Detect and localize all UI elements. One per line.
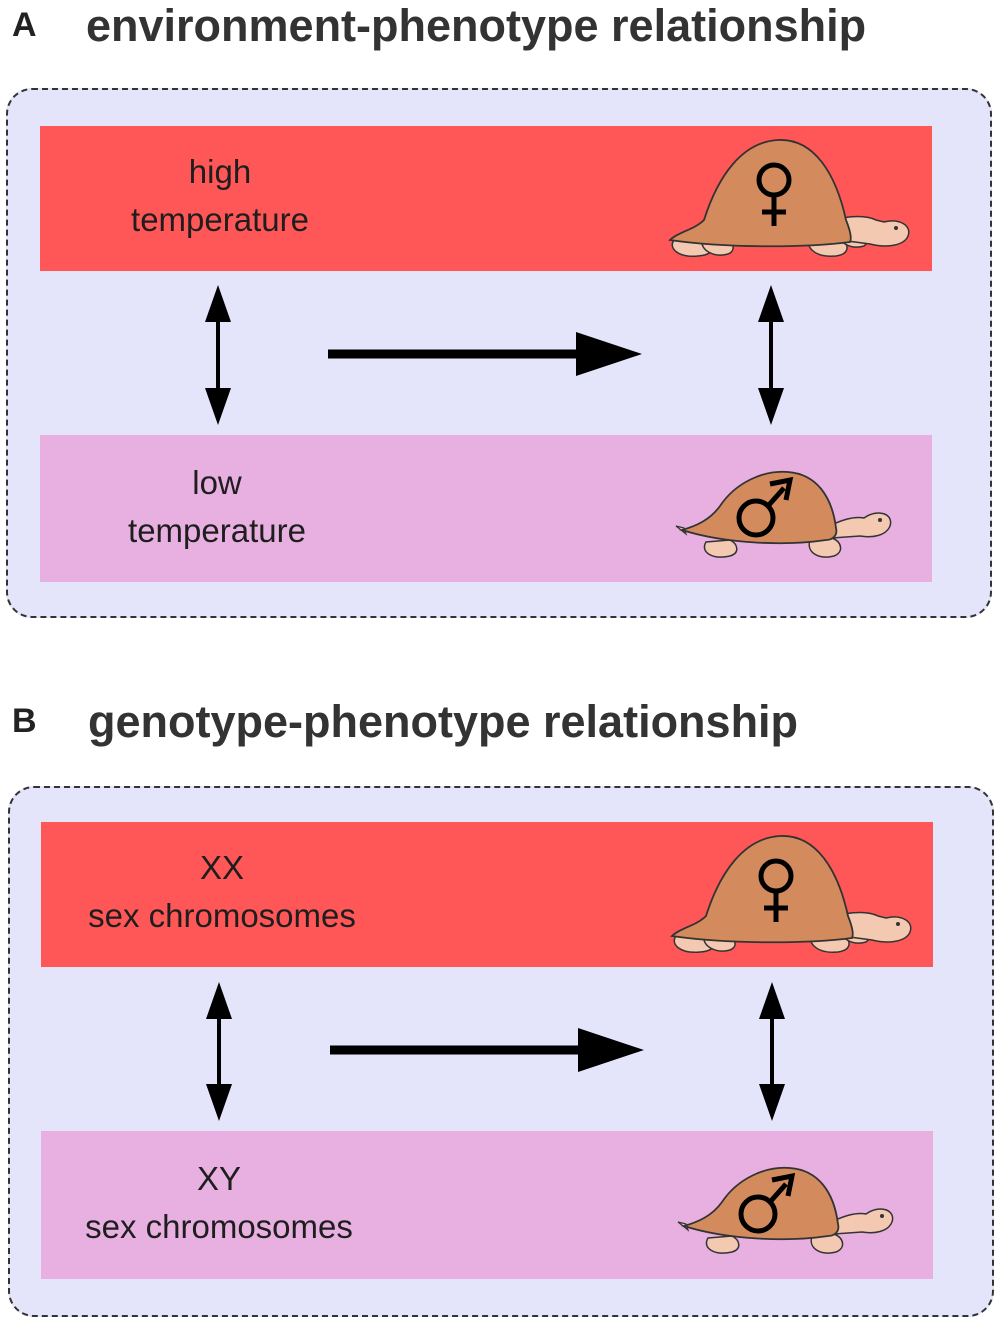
panel-a-top-label: high temperature [70,148,370,244]
panel-a-top-label-line2: temperature [131,201,309,238]
panel-b-top-label-line1: XX [199,849,245,886]
panel-a-female-turtle-icon [670,140,909,256]
panel-b-letter: B [12,702,37,740]
panel-b-top-label: XX sex chromosomes [72,844,372,940]
panel-a-left-double-arrow [205,285,231,425]
panel-a-bottom-label-line2: temperature [128,512,306,549]
panel-b-male-turtle-icon [678,1168,893,1253]
panel-a-bottom-label-line1: low [192,464,242,501]
panel-b-bottom-label-line2: sex chromosomes [85,1208,353,1245]
panel-a-male-turtle-icon [676,472,891,557]
panel-a-right-double-arrow [758,285,784,425]
panel-b-bottom-label-line1: XY [196,1160,242,1197]
panel-a-title: environment-phenotype relationship [86,0,867,51]
panel-a-causal-arrow [328,332,642,376]
panel-a-top-label-line1: high [188,153,252,190]
panel-b-title: genotype-phenotype relationship [88,696,799,747]
panel-b-right-double-arrow [759,982,785,1121]
panel-b-causal-arrow [330,1028,644,1072]
panel-a-letter: A [12,6,37,44]
panel-b-top-label-line2: sex chromosomes [88,897,356,934]
panel-b-bottom-label: XY sex chromosomes [69,1155,369,1251]
panel-a-bottom-label: low temperature [67,459,367,555]
panel-b-left-double-arrow [206,982,232,1121]
panel-b-female-turtle-icon [672,836,911,952]
